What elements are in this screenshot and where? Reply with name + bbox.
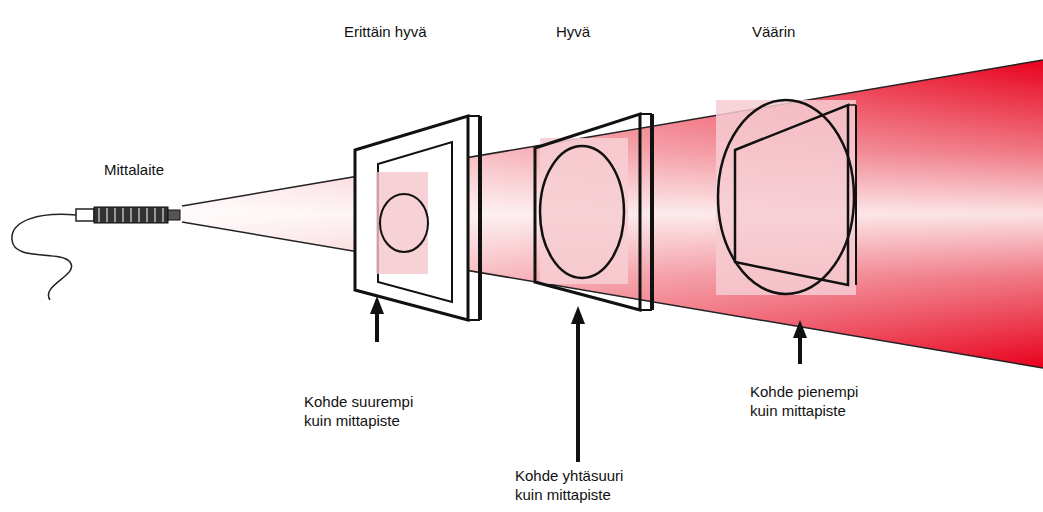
- pointer-arrow: [370, 296, 807, 462]
- quality-heading: Erittäin hyvä: [344, 22, 474, 41]
- measuring-device: [12, 207, 180, 300]
- quality-heading: Hyvä: [556, 22, 636, 41]
- callout-note: Kohde suurempi kuin mittapiste: [304, 392, 434, 430]
- callout-note: Kohde pienempi kuin mittapiste: [750, 382, 880, 420]
- target-large: [355, 116, 480, 320]
- device-label: Mittalaite: [104, 160, 204, 179]
- target-small: [716, 100, 856, 295]
- quality-heading: Väärin: [752, 22, 842, 41]
- measurement-beam: [182, 60, 1043, 368]
- callout-note: Kohde yhtäsuuri kuin mittapiste: [515, 466, 655, 504]
- target-equal: [535, 114, 652, 310]
